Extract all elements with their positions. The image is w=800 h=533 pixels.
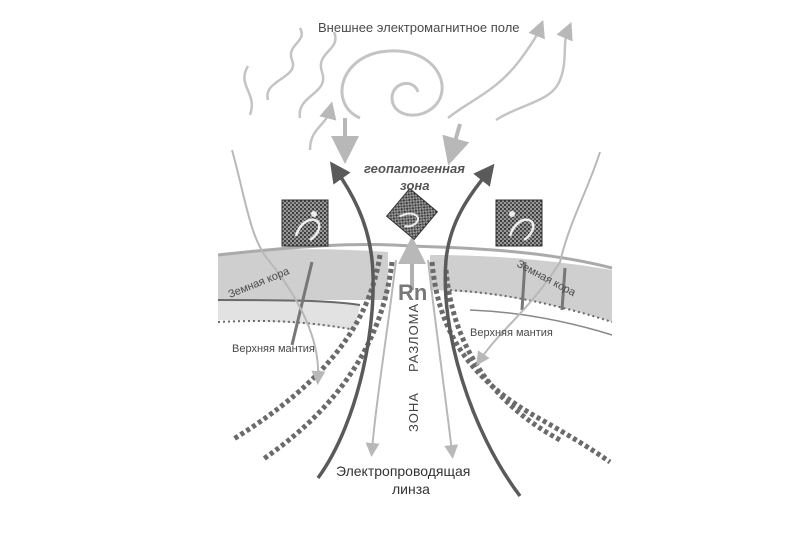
conductive-lens-label-line2: линза: [392, 481, 430, 497]
geopathogenic-zone-label-line2: зона: [400, 178, 430, 193]
house-with-figure-icon-center: [385, 187, 439, 241]
upper-mantle-label-left: Верхняя мантия: [232, 343, 315, 355]
crust-fault-ticks: [290, 261, 567, 346]
right-plate: [430, 255, 613, 336]
house-with-figure-icon-right: [495, 199, 543, 247]
external-field-label: Внешнее электромагнитное поле: [318, 20, 520, 35]
conductive-lens-label-line1: Электропроводящая: [336, 463, 470, 479]
radon-label: Rn: [398, 280, 427, 305]
upper-mantle-label-right: Верхняя мантия: [470, 327, 553, 339]
fault-word-label: РАЗЛОМА: [406, 303, 421, 372]
light-return-arrows: [231, 149, 601, 459]
external-field-waves: [243, 19, 573, 151]
house-with-figure-icon-left: [281, 199, 329, 247]
upward-current-arrows: [316, 161, 522, 498]
field-arrows-down: [331, 118, 470, 166]
zone-word-label: ЗОНА: [406, 392, 421, 432]
left-plate: [217, 249, 388, 331]
geopathogenic-zone-label-line1: геопатогенная: [364, 161, 465, 176]
